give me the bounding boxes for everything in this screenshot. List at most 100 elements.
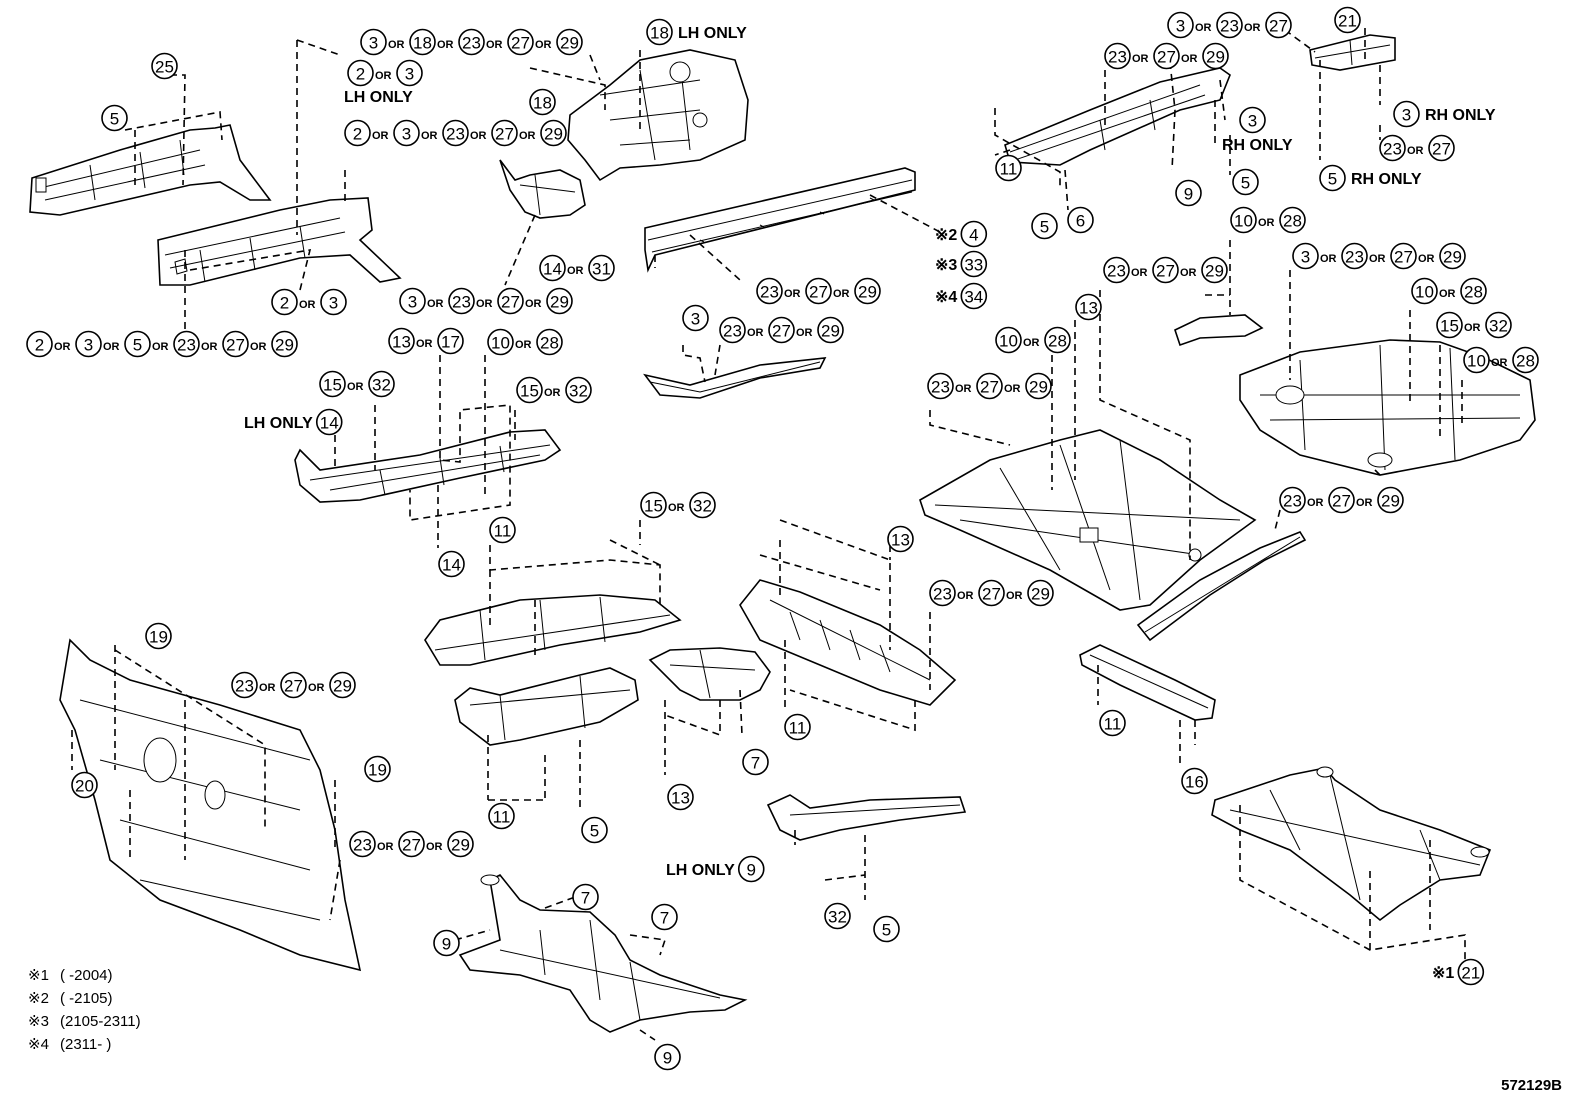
note-mark: ※4 [28, 1036, 49, 1053]
part-number-circle [458, 28, 485, 56]
part-number-circle [540, 119, 567, 147]
part-number: 29 [821, 322, 840, 341]
part-number: 23 [446, 125, 465, 144]
part-number: 13 [671, 789, 690, 808]
part-number-circle [854, 277, 881, 305]
part-number: 23 [1283, 492, 1302, 511]
or-separator: OR [1307, 497, 1324, 509]
part-number: 23 [462, 34, 481, 53]
note-range: (2311- ) [60, 1036, 111, 1053]
part-number-circle [1181, 767, 1208, 795]
part-number: 29 [560, 34, 579, 53]
rear-suspension-member-part [1211, 766, 1492, 922]
part-number: 23 [933, 585, 952, 604]
part-number-circle [1167, 11, 1194, 39]
part-number-circle [26, 330, 53, 358]
part-number-circle [929, 579, 956, 607]
part-number-circle [1152, 256, 1179, 284]
part-number-circle [124, 330, 151, 358]
part-number: 29 [1205, 262, 1224, 281]
part-number: 29 [1381, 492, 1400, 511]
part-number-circle [1075, 293, 1102, 321]
part-number-circle [682, 304, 709, 332]
part-number-circle [1232, 168, 1259, 196]
callout-50: 19 [145, 622, 172, 650]
part-number-circle [360, 28, 387, 56]
or-separator: OR [421, 130, 438, 142]
part-number: 29 [333, 677, 352, 696]
part-number-circle [784, 713, 811, 741]
part-number-circle [491, 119, 518, 147]
year-range-notes: ※1( -2004)※2( -2105)※3(2105-2311)※4(2311… [28, 967, 141, 1053]
part-number-circle [75, 330, 102, 358]
part-number-circle [319, 370, 346, 398]
part-number-circle [654, 1043, 681, 1071]
note-mark: ※2 [28, 990, 49, 1007]
part-number: 4 [969, 226, 978, 245]
part-number: 34 [964, 288, 983, 307]
part-number-circle [565, 376, 592, 404]
part-number: 2 [35, 336, 44, 355]
part-number-circle [1202, 42, 1229, 70]
part-number-circle [488, 802, 515, 830]
part-number: 3 [329, 294, 338, 313]
part-number: 27 [1157, 48, 1176, 67]
part-number-circle [1463, 346, 1490, 374]
part-number-circle [1292, 242, 1319, 270]
part-number: 10 [1415, 283, 1434, 302]
part-number-circle [489, 516, 516, 544]
part-number: 18 [533, 94, 552, 113]
or-separator: OR [515, 339, 532, 351]
part-number-circle [1104, 42, 1131, 70]
or-separator: OR [201, 341, 218, 353]
part-number-circle [315, 408, 343, 436]
part-number: 9 [663, 1049, 672, 1068]
or-separator: OR [1464, 322, 1481, 334]
part-number-circle [873, 915, 900, 943]
part-number: 15 [323, 376, 342, 395]
part-number: 3 [1176, 17, 1185, 36]
part-number: 2 [356, 65, 365, 84]
or-separator: OR [470, 130, 487, 142]
part-number-circle [442, 119, 469, 147]
part-number: 28 [1283, 212, 1302, 231]
callout-31: 6 [1067, 206, 1094, 234]
part-number: 23 [760, 283, 779, 302]
callout-suffix: RH ONLY [1351, 171, 1422, 188]
or-separator: OR [519, 130, 536, 142]
or-separator: OR [259, 682, 276, 694]
part-number: 10 [999, 332, 1018, 351]
or-separator: OR [54, 341, 71, 353]
or-separator: OR [1006, 590, 1023, 602]
part-number-circle [1379, 134, 1406, 162]
callout-27: 11 [995, 154, 1022, 182]
part-number-circle [344, 119, 371, 147]
or-separator: OR [1132, 53, 1149, 65]
or-separator: OR [1439, 288, 1456, 300]
or-separator: OR [1131, 267, 1148, 279]
or-separator: OR [437, 39, 454, 51]
part-number: 23 [353, 836, 372, 855]
part-number: 3 [408, 293, 417, 312]
part-number-circle [349, 830, 376, 858]
part-number: 3 [369, 34, 378, 53]
rh-only-label: RH ONLY [1222, 137, 1293, 154]
part-number: 27 [501, 293, 520, 312]
part-number-circle [960, 220, 988, 248]
part-number-circle [1027, 579, 1054, 607]
or-separator: OR [1418, 253, 1435, 265]
part-number: 27 [982, 585, 1001, 604]
part-number-circle [817, 316, 844, 344]
note-mark: ※1 [28, 967, 49, 984]
part-number-circle [271, 288, 298, 316]
callout-prefix: LH ONLY [666, 862, 735, 879]
part-number-circle [588, 254, 615, 282]
